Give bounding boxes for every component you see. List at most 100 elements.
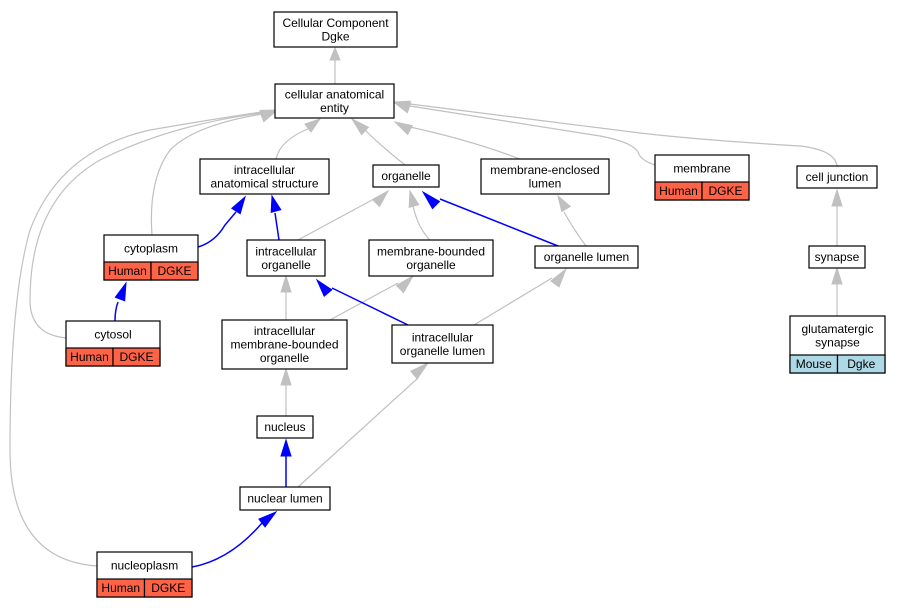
edge-synapse-to-cell-junction <box>831 188 843 246</box>
node-nucleus[interactable]: nucleus <box>256 415 314 439</box>
edge-cellular-anatomical-entity-to-cellular-component <box>329 46 341 84</box>
edge-cytosol-to-cytoplasm <box>114 281 127 322</box>
edge-intracellular-membrane-bounded-organelle-to-intracellular-organelle <box>280 274 292 320</box>
edge-line <box>297 377 419 488</box>
node-label: entity <box>320 101 349 115</box>
node-box <box>199 158 330 195</box>
node-label: organelle <box>261 258 311 272</box>
edge-line <box>150 113 263 236</box>
node-label: membrane-bounded <box>230 338 338 352</box>
node-nuclear-lumen[interactable]: nuclear lumen <box>239 486 331 511</box>
node-label: organelle lumen <box>400 344 485 358</box>
edge-nucleus-to-intracellular-membrane-bounded-organelle <box>280 367 292 416</box>
arrowhead-icon <box>270 194 282 213</box>
species-tag-human <box>112 347 161 367</box>
node-label: glutamatergic <box>801 322 873 336</box>
node-label: membrane-enclosed <box>490 163 599 177</box>
node-box <box>239 486 331 511</box>
node-organelle-lumen[interactable]: organelle lumen <box>534 245 639 269</box>
edge-line <box>409 103 838 167</box>
species-tag-label: Human <box>101 581 140 595</box>
species-tag-label: Mouse <box>796 357 832 371</box>
node-box <box>274 83 395 119</box>
node-box <box>796 165 878 189</box>
node-cell-junction[interactable]: cell junction <box>796 165 878 189</box>
species-tag-human <box>150 261 199 281</box>
edge-cell-junction-to-cellular-anatomical-entity <box>393 100 838 167</box>
arrowhead-icon <box>393 100 412 112</box>
edge-nuclear-lumen-to-nucleus <box>280 438 292 487</box>
arrowhead-icon <box>408 189 420 208</box>
edge-line <box>9 111 263 567</box>
edge-intracellular-organelle-to-organelle <box>297 189 390 241</box>
species-tag-label: DGKE <box>151 581 185 595</box>
node-label: synapse <box>815 250 860 264</box>
arrowhead-icon <box>258 510 278 528</box>
arrowhead-icon <box>259 109 277 121</box>
edges-layer <box>9 46 843 568</box>
node-label: intracellular <box>234 163 295 177</box>
edge-membrane-to-cellular-anatomical-entity <box>393 102 656 166</box>
edge-intracellular-organelle-lumen-to-intracellular-organelle <box>315 278 409 326</box>
edge-nucleoplasm-to-cellular-anatomical-entity <box>9 109 277 567</box>
edge-membrane-enclosed-lumen-to-cellular-anatomical-entity <box>393 121 521 160</box>
arrowhead-icon <box>280 367 292 386</box>
node-label: membrane <box>673 162 731 176</box>
node-box <box>273 11 398 48</box>
arrowhead-icon <box>280 438 292 457</box>
arrowhead-icon <box>393 121 414 136</box>
arrowhead-icon <box>304 118 322 133</box>
edge-nucleoplasm-to-nuclear-lumen <box>191 510 278 568</box>
arrowhead-icon <box>315 278 333 298</box>
species-tag-label: Dgke <box>847 357 875 371</box>
species-tag-label: Human <box>108 264 147 278</box>
arrowhead-icon <box>409 361 430 380</box>
edge-line <box>409 105 656 166</box>
edge-line <box>114 301 119 322</box>
edge-glutamatergic-synapse-to-synapse <box>831 266 843 316</box>
arrowhead-icon <box>831 188 843 207</box>
edge-line <box>364 129 406 166</box>
node-label: nuclear lumen <box>247 492 322 506</box>
node-label: lumen <box>529 176 562 190</box>
arrowhead-icon <box>831 266 843 285</box>
node-organelle[interactable]: organelle <box>372 164 440 188</box>
edge-line <box>412 205 431 241</box>
node-label: Cellular Component <box>282 16 389 30</box>
arrowhead-icon <box>114 281 127 302</box>
edge-line <box>274 212 280 241</box>
edge-intracellular-organelle-lumen-to-organelle-lumen <box>473 267 568 326</box>
species-tag-label: DGKE <box>708 184 742 198</box>
species-tag-human <box>701 181 750 201</box>
edge-intracellular-organelle-to-intracellular-anatomical-structure <box>270 194 282 241</box>
species-tag-label: Human <box>70 350 109 364</box>
node-box <box>391 324 494 364</box>
node-box <box>246 239 326 277</box>
node-label: anatomical structure <box>210 176 318 190</box>
node-synapse[interactable]: synapse <box>808 245 866 269</box>
edge-organelle-to-cellular-anatomical-entity <box>350 117 406 166</box>
node-label: cytoplasm <box>124 242 178 256</box>
edge-intracellular-membrane-bounded-organelle-to-membrane-bounded-organelle <box>329 274 415 321</box>
edge-membrane-bounded-organelle-to-organelle <box>408 189 431 241</box>
node-label: intracellular <box>254 324 315 338</box>
edge-line <box>329 282 399 321</box>
arrowhead-icon <box>371 189 390 208</box>
arrowhead-icon <box>350 117 370 136</box>
species-tag-label: DGKE <box>157 264 191 278</box>
node-label: organelle <box>381 169 431 183</box>
